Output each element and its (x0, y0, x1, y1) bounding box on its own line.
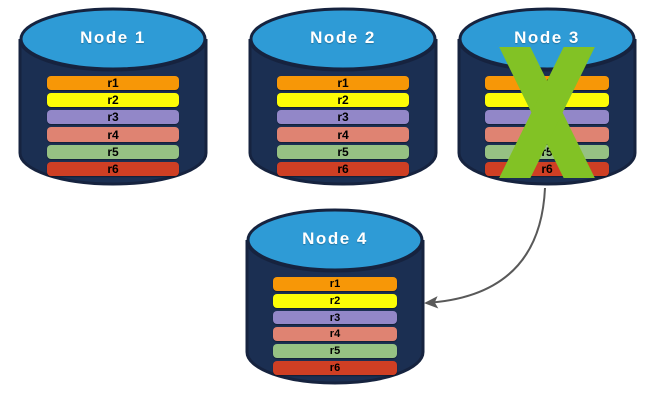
row-list: r1 r2 r3 r4 r5 r6 (245, 277, 425, 375)
cylinder-top-ellipse (246, 208, 424, 272)
data-row-r4[interactable]: r4 (277, 127, 409, 142)
cylinder-top-ellipse (249, 7, 437, 71)
data-row-r1[interactable]: r1 (277, 76, 409, 91)
data-row-r1[interactable]: r1 (47, 76, 179, 91)
data-row-r5[interactable]: r5 (47, 144, 179, 159)
data-row-r3[interactable]: r3 (47, 110, 179, 125)
row-list: r1 r2 r3 r4 r5 r6 (457, 76, 637, 176)
data-row-r6[interactable]: r6 (277, 161, 409, 176)
data-row-r6[interactable]: r6 (47, 161, 179, 176)
data-row-r2[interactable]: r2 (277, 93, 409, 108)
data-row-r2[interactable]: r2 (485, 93, 609, 108)
row-list: r1 r2 r3 r4 r5 r6 (18, 76, 208, 176)
cylinder-top-ellipse (19, 7, 207, 71)
data-row-r3[interactable]: r3 (273, 310, 397, 325)
data-row-r2[interactable]: r2 (47, 93, 179, 108)
data-row-r2[interactable]: r2 (273, 293, 397, 308)
data-row-r5[interactable]: r5 (485, 144, 609, 159)
data-row-r3[interactable]: r3 (277, 110, 409, 125)
cylinder-top-ellipse (458, 7, 636, 71)
data-row-r4[interactable]: r4 (47, 127, 179, 142)
data-row-r3[interactable]: r3 (485, 110, 609, 125)
data-row-r6[interactable]: r6 (485, 161, 609, 176)
data-row-r1[interactable]: r1 (273, 277, 397, 291)
data-row-r4[interactable]: r4 (273, 327, 397, 342)
data-row-r6[interactable]: r6 (273, 361, 397, 375)
data-row-r4[interactable]: r4 (485, 127, 609, 142)
data-row-r5[interactable]: r5 (277, 144, 409, 159)
data-row-r5[interactable]: r5 (273, 344, 397, 359)
data-row-r1[interactable]: r1 (485, 76, 609, 91)
row-list: r1 r2 r3 r4 r5 r6 (248, 76, 438, 176)
